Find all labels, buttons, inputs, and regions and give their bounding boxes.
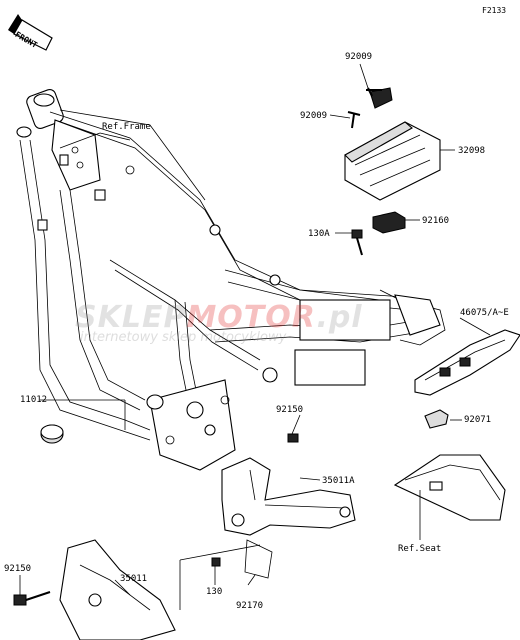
tool-tray-drawing [344,87,441,201]
label-130a: 130A [308,229,330,239]
watermark-brand-grey: SKLEP [75,300,187,335]
damper-92071-drawing [424,409,449,429]
label-92009-mid: 92009 [300,111,328,121]
label-35011: 35011 [120,574,148,584]
label-ref-frame: Ref.Frame [102,122,151,132]
label-130: 130 [206,587,223,597]
bolt-130a-drawing [351,229,363,256]
watermark-brand: SKLEPMOTOR.pl [75,300,363,335]
label-ref-seat: Ref.Seat [398,544,442,554]
front-arrow-icon [8,14,53,51]
bracket-35011a-drawing [211,433,356,579]
bracket-35011-drawing [13,539,176,640]
label-92160: 92160 [422,216,450,226]
cover-46075-drawing [414,329,520,396]
label-92150-low: 92150 [4,564,32,574]
seat-bracket-drawing [393,454,506,521]
label-35011a: 35011A [322,476,355,486]
label-92009-top: 92009 [345,52,373,62]
label-92071: 92071 [464,415,492,425]
label-46075: 46075/A~E [460,308,509,318]
watermark-brand-suffix: .pl [316,300,363,335]
label-92170: 92170 [236,601,264,611]
label-32098: 32098 [458,146,486,156]
damper-block-drawing [372,211,406,234]
diagram-code: F2133 [482,6,507,15]
label-92150-mid: 92150 [276,405,304,415]
leader-lines [19,63,491,610]
watermark-tagline: internetowy sklep motocyklowy [80,330,287,345]
watermark-brand-red: MOTOR [186,300,317,335]
label-11012: 11012 [20,395,48,405]
grommet-11012-drawing [40,424,64,444]
